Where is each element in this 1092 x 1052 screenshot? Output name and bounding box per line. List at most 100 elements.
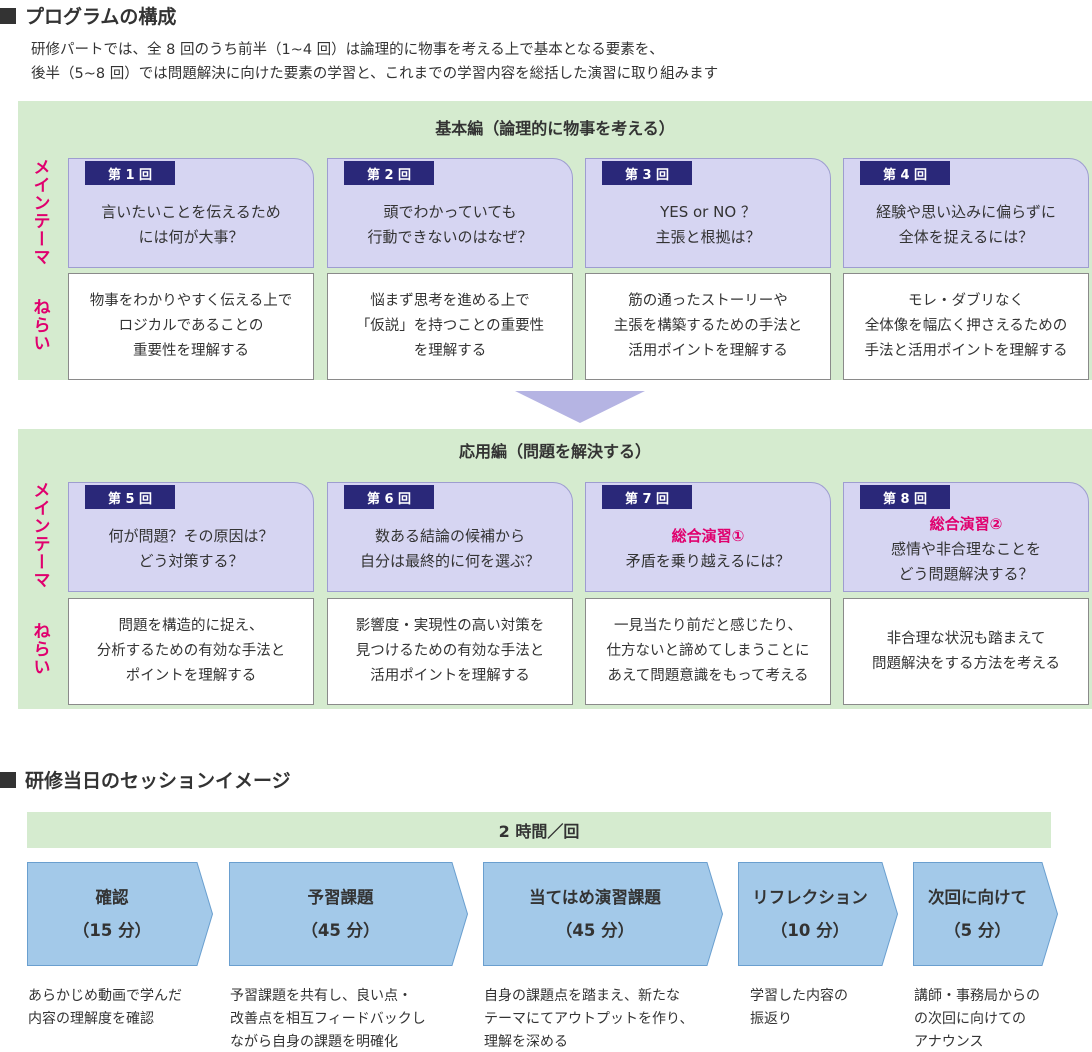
aim-line: ロジカルであることの xyxy=(118,318,264,334)
theme-line: 矛盾を乗り越えるには？ xyxy=(625,552,791,570)
aim-line: を理解する xyxy=(413,343,487,359)
aim-line: 一見当たり前だと感じたり、 xyxy=(614,618,802,634)
aim-card: 影響度・実現性の高い対策を見つけるための有効な手法と活用ポイントを理解する xyxy=(327,598,573,705)
aim-card: 筋の通ったストーリーや主張を構築するための手法と活用ポイントを理解する xyxy=(585,273,831,380)
theme-line: 経験や思い込みに偏らずに xyxy=(876,203,1056,221)
theme-card: 第 7 回総合演習① 矛盾を乗り越えるには？ xyxy=(585,482,831,592)
square-bullet-icon xyxy=(0,771,16,788)
theme-line: 主張と根拠は？ xyxy=(655,228,761,246)
aim-card: 物事をわかりやすく伝える上でロジカルであることの重要性を理解する xyxy=(68,273,314,380)
theme-text: 総合演習① 矛盾を乗り越えるには？ xyxy=(590,513,826,585)
step-name: 確認 xyxy=(95,888,129,907)
aim-line: 見つけるための有効な手法と xyxy=(355,643,545,659)
side-label-aim: ねらい xyxy=(29,621,50,676)
aim-line: 活用ポイントを理解する xyxy=(628,343,788,359)
aim-card: 一見当たり前だと感じたり、仕方ないと諦めてしまうことにあえて問題意識をもって考え… xyxy=(585,598,831,705)
step-time: （45 分） xyxy=(555,921,635,940)
step-time: （10 分） xyxy=(770,921,850,940)
square-bullet-icon xyxy=(0,7,16,24)
aim-line: 悩まず思考を進める上で xyxy=(370,293,530,309)
step-time: （45 分） xyxy=(301,921,380,940)
step-name: リフレクション xyxy=(752,888,868,907)
side-label-theme: メインテーマ xyxy=(29,158,50,266)
step-description: 自身の課題点を踏まえ、新たなテーマにてアウトプットを作り、理解を深める xyxy=(484,985,693,1052)
description-line: ながら自身の課題を明確化 xyxy=(230,1034,398,1050)
step-label: 確認（15 分） xyxy=(27,862,197,966)
description-line: 自身の課題点を踏まえ、新たな xyxy=(484,988,680,1004)
session-number-badge: 第 7 回 xyxy=(602,485,692,509)
section-title-text: プログラムの構成 xyxy=(25,6,177,28)
section-title-session: 研修当日のセッションイメージ xyxy=(0,766,291,793)
down-arrow-icon xyxy=(515,391,645,423)
aim-line: 手法と活用ポイントを理解する xyxy=(864,343,1068,359)
intro-line: 後半（5~8 回）では問題解決に向けた要素の学習と、これまでの学習内容を総括した… xyxy=(31,66,719,82)
theme-line: どう対策する？ xyxy=(138,552,244,570)
exercise-highlight: 総合演習① xyxy=(671,527,745,545)
theme-text: 言いたいことを伝えるためには何が大事？ xyxy=(73,189,309,261)
aim-card: 非合理な状況も踏まえて問題解決をする方法を考える xyxy=(843,598,1089,705)
band-title: 応用編（問題を解決する） xyxy=(458,442,651,461)
session-number-badge: 第 8 回 xyxy=(860,485,950,509)
step-description: 予習課題を共有し、良い点・改善点を相互フィードバックしながら自身の課題を明確化 xyxy=(230,985,426,1052)
session-number-badge: 第 3 回 xyxy=(602,161,692,185)
step-name: 次回に向けて xyxy=(928,888,1027,907)
intro-line: 研修パートでは、全 8 回のうち前半（1~4 回）は論理的に物事を考える上で基本… xyxy=(31,42,664,58)
chevron-fill xyxy=(27,862,213,966)
theme-card: 第 1 回言いたいことを伝えるためには何が大事？ xyxy=(68,158,314,268)
aim-line: 影響度・実現性の高い対策を xyxy=(355,618,545,634)
aim-line: 分析するための有効な手法と xyxy=(96,643,286,659)
aim-line: 問題を構造的に捉え、 xyxy=(118,618,264,634)
theme-line: 頭でわかっていても xyxy=(383,203,517,221)
chevron-shape xyxy=(229,862,468,966)
step-chevron: 次回に向けて （5 分） xyxy=(913,862,1058,966)
side-label-theme: メインテーマ xyxy=(29,481,50,589)
theme-card: 第 2 回頭でわかっていても行動できないのはなぜ？ xyxy=(327,158,573,268)
step-name: 予習課題 xyxy=(307,888,374,907)
step-description: 講師・事務局からのの次回に向けてのアナウンス xyxy=(914,985,1040,1052)
theme-line: 全体を捉えるには？ xyxy=(898,228,1034,246)
theme-line: 言いたいことを伝えるため xyxy=(101,203,281,221)
theme-line: には何が大事？ xyxy=(138,228,244,246)
description-line: 講師・事務局からの xyxy=(914,988,1040,1004)
chevron-fill xyxy=(483,862,723,966)
section-title-text: 研修当日のセッションイメージ xyxy=(25,770,291,792)
chevron-shape xyxy=(913,862,1058,966)
aim-line: 仕方ないと諦めてしまうことに xyxy=(606,643,810,659)
description-line: 学習した内容の xyxy=(750,988,848,1004)
aim-line: 活用ポイントを理解する xyxy=(370,668,530,684)
aim-card: 悩まず思考を進める上で「仮説」を持つことの重要性を理解する xyxy=(327,273,573,380)
theme-card: 第 5 回何が問題？その原因は？どう対策する？ xyxy=(68,482,314,592)
theme-text: YES or NO ？主張と根拠は？ xyxy=(590,189,826,261)
aim-line: モレ・ダブリなく xyxy=(908,293,1024,309)
step-description: あらかじめ動画で学んだ内容の理解度を確認 xyxy=(28,985,182,1031)
step-label: リフレクション （10 分） xyxy=(738,862,882,966)
theme-line: 感情や非合理なことを xyxy=(890,539,1041,558)
section-title-program: プログラムの構成 xyxy=(0,2,176,29)
theme-text: 数ある結論の候補から自分は最終的に何を選ぶ？ xyxy=(332,513,568,585)
description-line: あらかじめ動画で学んだ xyxy=(28,988,182,1004)
description-line: 内容の理解度を確認 xyxy=(28,1011,154,1027)
step-chevron: 確認（15 分） xyxy=(27,862,213,966)
aim-line: あえて問題意識をもって考える xyxy=(607,668,809,684)
theme-text: 経験や思い込みに偏らずに全体を捉えるには？ xyxy=(848,189,1084,261)
step-label: 次回に向けて （5 分） xyxy=(913,862,1042,966)
aim-card: 問題を構造的に捉え、分析するための有効な手法とポイントを理解する xyxy=(68,598,314,705)
step-chevron: リフレクション （10 分） xyxy=(738,862,898,966)
description-line: 理解を深める xyxy=(484,1034,568,1050)
aim-line: 主張を構築するための手法と xyxy=(613,318,803,334)
theme-card: 第 3 回 YES or NO ？主張と根拠は？ xyxy=(585,158,831,268)
chevron-fill xyxy=(229,862,468,966)
description-line: テーマにてアウトプットを作り、 xyxy=(484,1011,694,1027)
chevron-shape xyxy=(27,862,213,966)
aim-card: モレ・ダブリなく全体像を幅広く押さえるための手法と活用ポイントを理解する xyxy=(843,273,1089,380)
aim-line: 「仮説」を持つことの重要性 xyxy=(355,318,545,334)
chevron-shape xyxy=(738,862,898,966)
exercise-highlight: 総合演習② xyxy=(929,514,1003,533)
step-time: （5 分） xyxy=(944,921,1011,940)
description-line: 改善点を相互フィードバックし xyxy=(230,1011,426,1027)
description-line: 予習課題を共有し、良い点・ xyxy=(230,988,412,1004)
aim-line: 全体像を幅広く押さえるための xyxy=(864,318,1068,334)
step-name: 当てはめ演習課題 xyxy=(529,888,661,907)
aim-line: ポイントを理解する xyxy=(125,668,257,684)
